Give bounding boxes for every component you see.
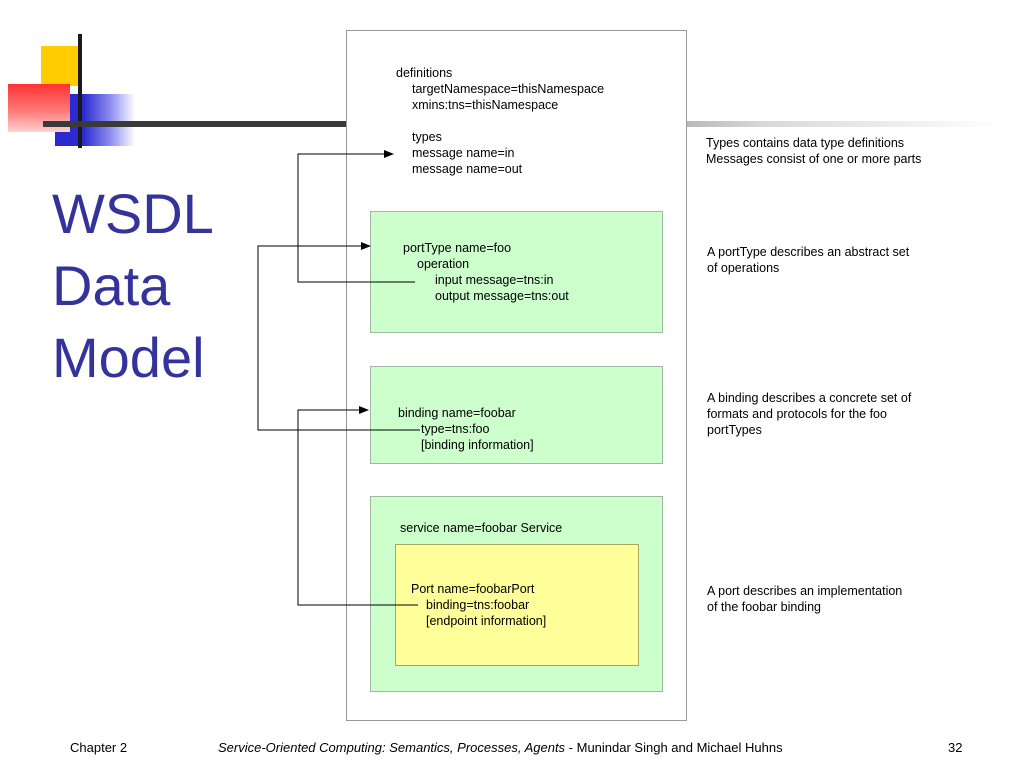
note-porttype-line-1: A portType describes an abstract set [707,245,910,259]
port-line-2: binding=tns:foobar [426,598,530,612]
porttype-line-2: operation [417,257,470,271]
note-porttype-line-2: of operations [707,261,780,275]
slide-title: WSDL Data Model [52,178,282,394]
arrow-binding-ref [297,406,418,606]
footer-citation: Service-Oriented Computing: Semantics, P… [218,740,783,755]
note-types-line-2: Messages consist of one or more parts [706,152,922,166]
note-types: Types contains data type definitions Mes… [706,135,946,167]
definitions-line-1: definitions [396,66,453,80]
port-box [395,544,639,666]
port-text: Port name=foobarPort binding=tns:foobar … [411,581,546,629]
note-binding: A binding describes a concrete set of fo… [707,390,947,438]
note-binding-line-2: formats and protocols for the foo [707,407,887,421]
binding-text: binding name=foobar type=tns:foo [bindin… [398,405,534,453]
footer-chapter: Chapter 2 [70,740,128,755]
footer-page-number: 32 [948,740,963,755]
note-porttype: A portType describes an abstract set of … [707,244,947,276]
port-line-3: [endpoint information] [426,614,547,628]
definitions-line-3: xmins:tns=thisNamespace [412,98,559,112]
note-types-line-1: Types contains data type definitions [706,136,905,150]
binding-line-2: type=tns:foo [421,422,490,436]
yellow-square [41,46,81,86]
binding-box [370,366,663,464]
definitions-line-5: types [412,130,442,144]
porttype-line-3: input message=tns:in [435,273,554,287]
definitions-text: definitions targetNamespace=thisNamespac… [396,65,604,177]
title-line-3: Model [52,326,205,389]
arrow-porttype-ref [257,242,420,431]
note-port-line-1: A port describes an implementation [707,584,903,598]
note-port-line-2: of the foobar binding [707,600,821,614]
service-label: service name=foobar Service [400,521,563,535]
binding-line-1: binding name=foobar [398,406,516,420]
porttype-box [370,211,663,333]
definitions-line-7: message name=out [412,162,523,176]
note-port: A port describes an implementation of th… [707,583,947,615]
title-line-1: WSDL [52,182,214,245]
porttype-line-1: portType name=foo [403,241,512,255]
porttype-text: portType name=foo operation input messag… [403,240,569,304]
definitions-line-2: targetNamespace=thisNamespace [412,82,605,96]
port-line-1: Port name=foobarPort [411,582,535,596]
definitions-line-6: message name=in [412,146,515,160]
title-line-2: Data [52,254,171,317]
vertical-bar [78,34,82,148]
note-binding-line-3: portTypes [707,423,762,437]
footer-authors: - Munindar Singh and Michael Huhns [565,740,783,755]
arrow-message-ref [297,150,415,283]
porttype-line-4: output message=tns:out [435,289,569,303]
footer-book-title: Service-Oriented Computing: Semantics, P… [218,740,566,755]
binding-line-3: [binding information] [421,438,534,452]
note-binding-line-1: A binding describes a concrete set of [707,391,912,405]
